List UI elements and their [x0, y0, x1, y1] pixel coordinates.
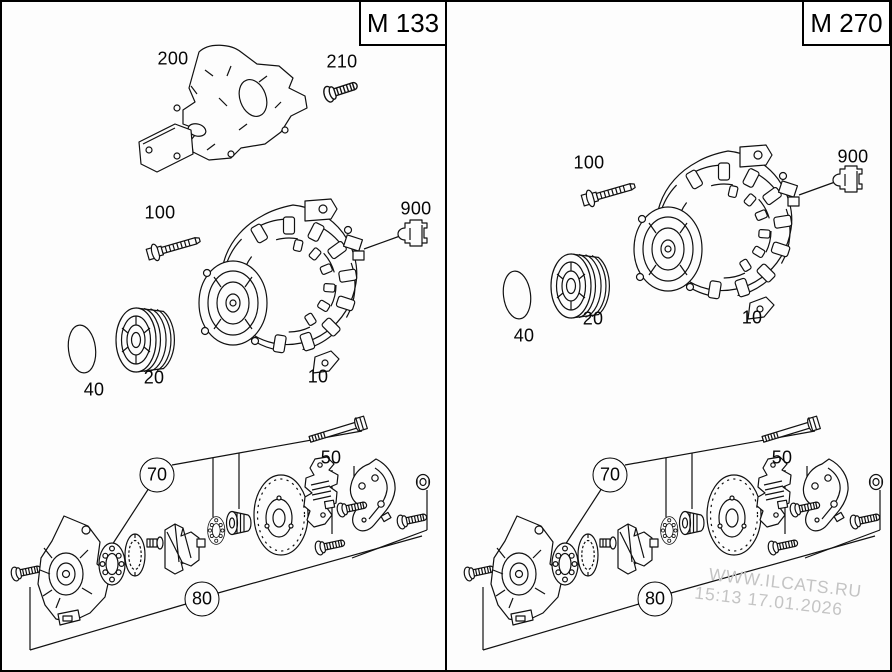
- part-callout-80: 80: [637, 581, 673, 617]
- part-callout-900: 900: [400, 198, 432, 219]
- heat-shield-bolt-drawing: [321, 76, 361, 105]
- alternator-group-drawing: [501, 145, 862, 320]
- part-callout-70: 70: [592, 457, 628, 493]
- engine-code-left: M 133: [366, 7, 440, 38]
- part-callout-200: 200: [157, 48, 189, 69]
- part-callout-20: 20: [143, 367, 165, 388]
- part-callout-100: 100: [144, 202, 176, 223]
- part-callout-900: 900: [837, 146, 869, 167]
- part-callout-40: 40: [83, 379, 105, 400]
- part-callout-10: 10: [741, 307, 763, 328]
- part-callout-50: 50: [771, 447, 793, 468]
- part-callout-40: 40: [513, 325, 535, 346]
- part-callout-10: 10: [307, 366, 329, 387]
- part-callout-100: 100: [573, 152, 605, 173]
- alternator-group-drawing: [66, 199, 427, 374]
- panel-divider: [445, 2, 447, 670]
- exploded-assembly-drawing: [10, 416, 430, 650]
- part-callout-20: 20: [582, 308, 604, 329]
- part-callout-210: 210: [326, 51, 358, 72]
- engine-code-right: M 270: [810, 7, 883, 38]
- right-panel-drawing: [463, 145, 883, 650]
- part-callout-50: 50: [320, 447, 342, 468]
- left-panel-drawing: [10, 44, 430, 650]
- part-callout-80: 80: [184, 581, 220, 617]
- part-callout-70: 70: [139, 457, 175, 493]
- engine-code-box-right: M 270: [802, 2, 890, 46]
- engine-code-box-left: M 133: [359, 2, 447, 46]
